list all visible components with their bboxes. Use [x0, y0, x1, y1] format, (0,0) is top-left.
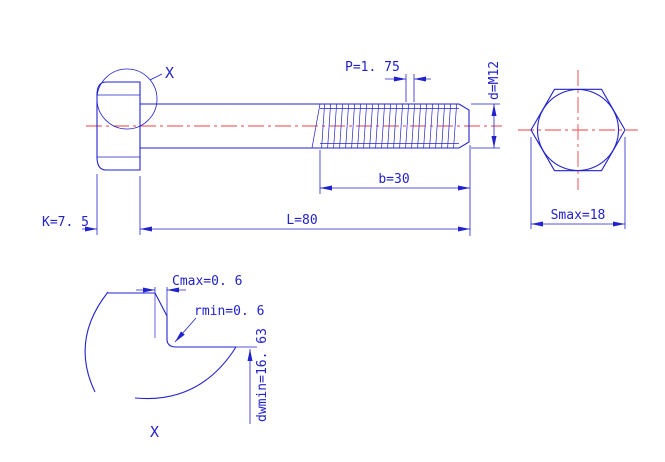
chamfer-dim-label: Cmax=0. 6: [172, 274, 242, 289]
detail-marker-label: X: [165, 64, 174, 82]
detail-break-line-left: [84, 291, 109, 393]
hex-inscribed-circle: [536, 88, 620, 172]
thread-runout-line: [311, 103, 321, 149]
pitch-dim-label: P=1. 75: [345, 60, 400, 75]
detail-marker-leader: [149, 73, 163, 81]
detail-chamfer-line: [154, 292, 168, 317]
smax-dim-label: Smax=18: [551, 208, 606, 223]
detail-marker-circle: [96, 68, 158, 130]
detail-break-line-bottom: [134, 346, 237, 400]
diameter-dim-label: d=M12: [487, 61, 502, 100]
fillet-dim-label: rmin=0. 6: [194, 304, 264, 319]
washer-face-dim-label: dwmin=16. 63: [255, 328, 270, 422]
hex-head-outline: [530, 88, 626, 172]
thread-hatching: [320, 104, 459, 148]
length-dim-label: L=80: [286, 213, 317, 228]
detail-view-label: X: [150, 423, 159, 441]
detail-fillet-radius: [166, 338, 177, 348]
thread-length-dim-label: b=30: [378, 172, 409, 187]
fillet-leader: [174, 317, 197, 343]
head-height-dim-label: K=7. 5: [42, 215, 89, 230]
